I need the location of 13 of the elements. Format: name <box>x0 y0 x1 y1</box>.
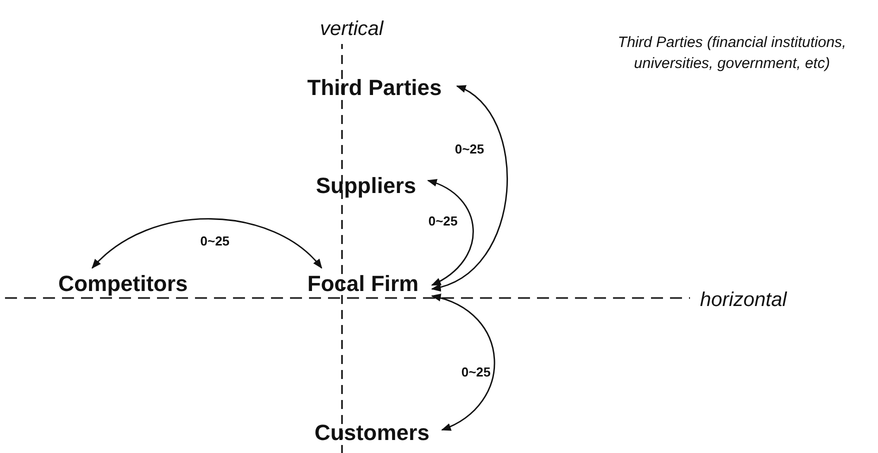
node-label: Third Parties <box>307 74 442 102</box>
node-label: Customers <box>314 418 430 446</box>
edge-label: 0~25 <box>454 142 486 156</box>
node-label: Competitors <box>58 270 188 298</box>
curved-double-arrow <box>431 294 496 431</box>
curved-double-arrow <box>92 218 322 269</box>
edge-label: 0~25 <box>427 214 459 228</box>
node-label: Suppliers <box>316 172 416 200</box>
node-label: Focal Firm <box>307 270 419 298</box>
curved-double-arrow <box>431 85 508 290</box>
edge-label: 0~25 <box>199 234 231 248</box>
edge-label: 0~25 <box>460 365 492 378</box>
curved-double-arrow <box>427 180 474 286</box>
